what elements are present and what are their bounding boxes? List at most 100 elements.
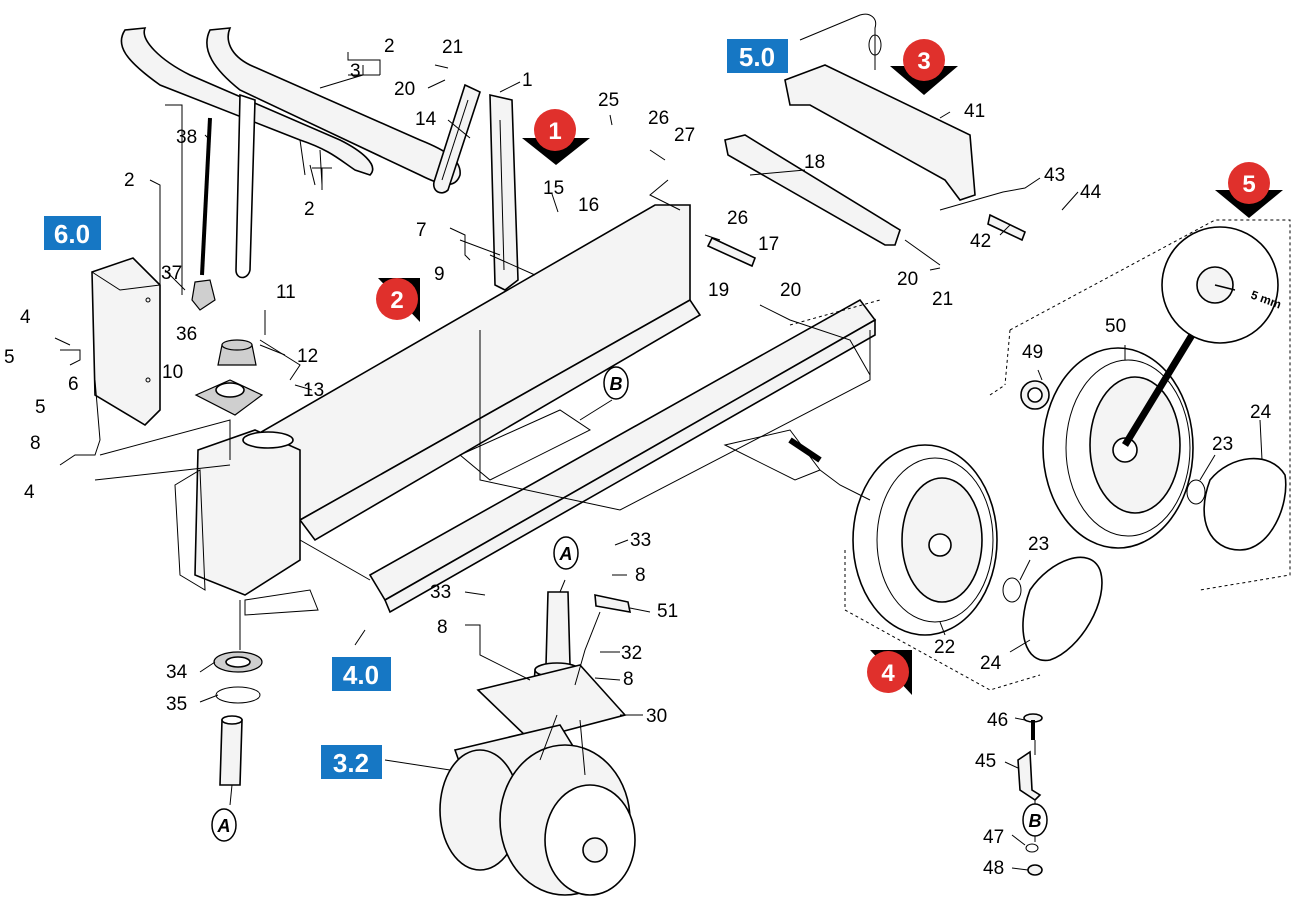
connection-ref-b-frame: B <box>603 366 629 400</box>
view-marker-label: 5 <box>1242 171 1255 198</box>
part-label: 18 <box>804 152 825 173</box>
part-label: 38 <box>176 127 197 148</box>
bearing-10 <box>194 379 264 416</box>
bracket-51 <box>594 593 632 613</box>
part-label: 51 <box>657 601 678 622</box>
part-label: 36 <box>176 324 197 345</box>
section-ref-label: 5.0 <box>739 42 775 72</box>
part-label: 2 <box>304 199 315 220</box>
part-label: 25 <box>598 90 619 111</box>
part-label: 8 <box>635 565 646 586</box>
part-label: 15 <box>543 178 564 199</box>
part-label: 26 <box>727 208 748 229</box>
part-label: 4 <box>20 307 31 328</box>
view-marker-5[interactable]: 5 <box>1215 162 1283 218</box>
part-label: 21 <box>442 37 463 58</box>
part-label: 8 <box>623 669 634 690</box>
part-label: 4 <box>24 482 35 503</box>
section-ref-label: 3.2 <box>333 748 369 778</box>
view-marker-label: 2 <box>390 287 403 314</box>
part-label: 46 <box>987 710 1008 731</box>
part-label: 2 <box>124 170 135 191</box>
pin-46 <box>1023 713 1043 740</box>
bushing-49 <box>1020 380 1050 410</box>
view-marker-1[interactable]: 1 <box>522 109 590 165</box>
part-label: 20 <box>897 269 918 290</box>
bolt-42 <box>987 213 1027 242</box>
caster-wheel-3-2 <box>439 724 636 896</box>
part-label: 2 <box>384 36 395 57</box>
handle-lever-14 <box>432 83 481 194</box>
part-label: 22 <box>934 637 955 658</box>
retaining-rings-23 <box>1002 479 1206 603</box>
washers-47-48 <box>1025 843 1043 876</box>
part-label: 5 <box>35 397 46 418</box>
section-ref-label: 6.0 <box>54 219 90 249</box>
handle-rod-38 <box>200 117 212 276</box>
rear-wheel-50 <box>1042 347 1194 549</box>
connection-ref-b-bracket: B <box>1022 803 1048 837</box>
part-number-labels: 2 3 21 20 1 14 38 2 2 25 26 27 15 16 7 9… <box>4 36 1272 879</box>
part-label: 20 <box>780 280 801 301</box>
part-label: 8 <box>437 617 448 638</box>
part-label: 30 <box>646 706 667 727</box>
support-bar-18 <box>724 134 901 246</box>
part-label: 23 <box>1028 534 1049 555</box>
part-label: 12 <box>297 346 318 367</box>
part-label: 17 <box>758 234 779 255</box>
part-label: 41 <box>964 101 985 122</box>
cover-plate-41 <box>784 64 976 201</box>
part-label: 49 <box>1022 342 1043 363</box>
tube-shaft <box>219 715 243 786</box>
part-label: 10 <box>162 362 183 383</box>
view-marker-2[interactable]: 2 <box>376 278 420 322</box>
bracket-45 <box>1017 750 1042 802</box>
view-marker-label: 3 <box>917 48 930 75</box>
part-label: 24 <box>980 653 1002 674</box>
view-marker-3[interactable]: 3 <box>890 39 958 95</box>
part-label: 37 <box>161 263 182 284</box>
view-marker-label: 4 <box>881 660 895 687</box>
hub-cap-24 <box>1022 457 1287 662</box>
leader-lines <box>54 52 1263 871</box>
part-label: 27 <box>674 125 695 146</box>
part-label: 3 <box>350 61 361 82</box>
part-label: 14 <box>415 109 437 130</box>
part-label: 16 <box>578 195 599 216</box>
part-label: 19 <box>708 280 729 301</box>
dashed-group-outlines <box>789 219 1291 691</box>
section-ref-5-0[interactable]: 5.0 <box>727 39 788 73</box>
part-label: 47 <box>983 827 1004 848</box>
part-label: 33 <box>630 530 651 551</box>
side-bracket-6-0 <box>91 257 161 427</box>
section-ref-4-0[interactable]: 4.0 <box>332 657 391 691</box>
connection-ref-label: B <box>1029 811 1042 831</box>
part-label: 32 <box>621 643 642 664</box>
part-label: 35 <box>166 694 187 715</box>
bracket-37 <box>191 279 216 311</box>
section-ref-6-0[interactable]: 6.0 <box>44 216 101 250</box>
view-marker-label: 1 <box>548 118 561 145</box>
part-label: 45 <box>975 751 996 772</box>
connection-ref-label: A <box>559 544 573 564</box>
clip-35 <box>215 686 261 704</box>
part-label: 9 <box>434 264 445 285</box>
connection-ref-a-top: A <box>553 536 579 570</box>
shaft-17 <box>706 236 757 268</box>
part-label: 48 <box>983 858 1004 879</box>
cap-36 <box>217 339 257 366</box>
part-label: 11 <box>276 282 296 303</box>
main-frame <box>174 204 877 616</box>
part-label: 1 <box>522 70 533 91</box>
part-label: 5 <box>4 347 15 368</box>
handle-bar <box>120 27 461 279</box>
section-ref-3-2[interactable]: 3.2 <box>321 745 382 779</box>
front-wheel-22 <box>852 444 998 636</box>
connection-ref-label: A <box>217 816 231 836</box>
view-marker-4[interactable]: 4 <box>867 650 912 695</box>
part-label: 34 <box>166 662 188 683</box>
part-label: 33 <box>430 582 451 603</box>
part-label: 23 <box>1212 434 1233 455</box>
